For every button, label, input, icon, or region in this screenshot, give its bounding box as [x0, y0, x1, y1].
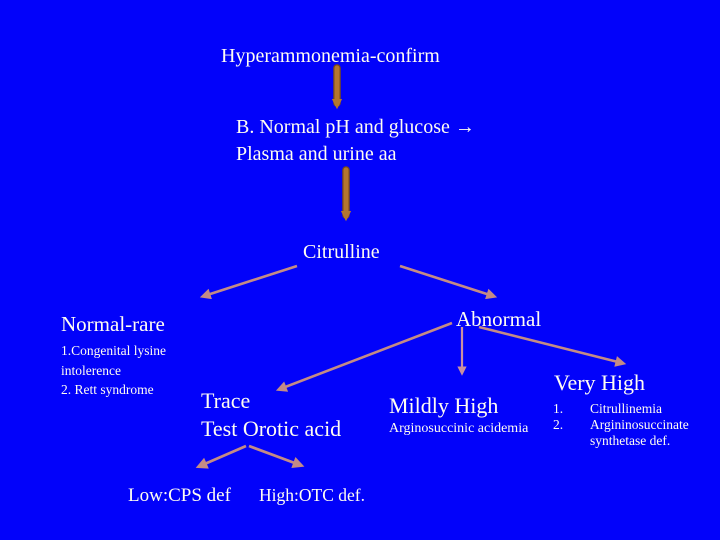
very-high-node: Very High	[554, 370, 646, 395]
normal-rare-item-2: 2. Rett syndrome	[61, 382, 154, 397]
arrow-abnormal-to-very-high	[478, 325, 627, 367]
step-b-node: B. Normal pH and glucose → Plasma and ur…	[236, 114, 475, 168]
abnormal-node: Abnormal	[456, 307, 542, 331]
slide-title: Hyperammonemia-confirm	[221, 45, 440, 67]
high-otc-node: High:OTC def.	[259, 485, 365, 505]
very-high-item-2-text: Argininosuccinate synthetase def.	[590, 417, 689, 448]
step-b-line1: B. Normal pH and glucose →	[236, 116, 475, 138]
citrulline-node: Citrulline	[303, 241, 380, 263]
arrow-orotic-to-high	[248, 444, 305, 469]
low-cps-node: Low:CPS def	[128, 485, 231, 506]
arrow-citrulline-to-normal	[199, 264, 298, 300]
normal-rare-node: Normal-rare	[61, 312, 165, 336]
trace-line1: Trace	[201, 388, 251, 413]
mildly-high-node: Mildly High	[389, 393, 499, 418]
trace-line2: Test Orotic acid	[201, 416, 342, 441]
trace-node: Trace Test Orotic acid	[201, 387, 341, 443]
very-high-item-2: 2. Argininosuccinate synthetase def.	[553, 417, 698, 449]
arrow-citrulline-to-abnormal	[399, 264, 498, 300]
very-high-item-1-text: Citrullinemia	[590, 401, 662, 416]
arrow-abnormal-to-trace	[275, 321, 453, 392]
very-high-item-1-number: 1.	[553, 401, 564, 416]
step-b-line2: Plasma and urine aa	[236, 143, 397, 165]
normal-rare-list: 1.Congenital lysine intolerence 2. Rett …	[61, 341, 191, 400]
very-high-item-2-number: 2.	[553, 417, 564, 432]
very-high-item-1: 1. Citrullinemia	[553, 401, 698, 417]
normal-rare-item-1: 1.Congenital lysine intolerence	[61, 343, 166, 378]
arrow-orotic-to-low	[195, 444, 247, 469]
very-high-list: 1. Citrullinemia 2. Argininosuccinate sy…	[553, 401, 698, 449]
mildly-high-sublabel: Arginosuccinic acidemia	[389, 421, 529, 436]
